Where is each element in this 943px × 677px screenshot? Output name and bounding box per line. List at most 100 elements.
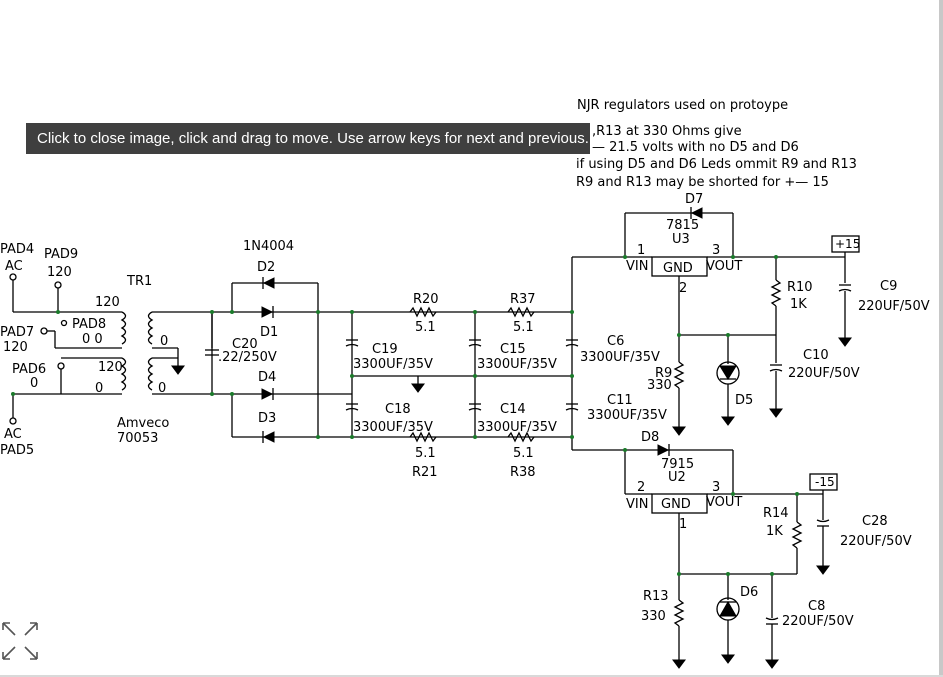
c8-label: C8 (808, 599, 825, 614)
d2-label: D2 (257, 260, 275, 275)
c9-label: C9 (880, 279, 897, 294)
window-scrollbar-edge[interactable] (939, 0, 943, 677)
viewer-tooltip[interactable]: Click to close image, click and drag to … (26, 123, 590, 154)
r37-value: 5.1 (513, 320, 534, 335)
input-pads: PAD4 AC PAD9 120 PAD7 120 PAD6 0 AC PAD5 (0, 242, 78, 458)
c10-value: 220UF/50V (788, 366, 860, 381)
diode-part-number: 1N4004 (243, 239, 294, 254)
negative-regulator: D8 7915 U2 2 3 VIN GND VOUT 1 -15 R14 1K… (572, 430, 912, 669)
c6-label: C6 (607, 334, 624, 349)
u2-part-number: 7915 (661, 457, 694, 472)
c28-label: C28 (862, 514, 888, 529)
pad8-label: PAD8 (72, 317, 106, 332)
c19-value: 3300UF/35V (353, 357, 433, 372)
r38-value: 5.1 (513, 446, 534, 461)
note-line-4: if using D5 and D6 Leds ommit R9 and R13 (576, 157, 857, 172)
transformer-tr1: TR1 120 PAD8 0 0 120 0 0 0 Amveco 70053 (12, 274, 212, 446)
r38-label: R38 (510, 465, 536, 480)
u2-vout: VOUT (706, 495, 742, 510)
tr-sec-0-top: 0 (160, 334, 168, 349)
u2-label: U2 (668, 470, 686, 485)
pad9-value: 120 (47, 265, 72, 280)
minus15-label: -15 (815, 475, 835, 489)
tr-primary-120-mid: 120 (98, 360, 123, 375)
junction-dots (11, 255, 799, 576)
c11-value: 3300UF/35V (587, 408, 667, 423)
r13-label: R13 (643, 589, 669, 604)
plus15-label: +15 (835, 237, 860, 251)
pad5-ac-label: AC (4, 427, 22, 442)
u2-pin3: 3 (712, 480, 720, 495)
u3-pin3: 3 (712, 243, 720, 258)
d6-label: D6 (740, 585, 758, 600)
window-bottom-edge (0, 675, 943, 677)
c10-label: C10 (803, 348, 829, 363)
d8-label: D8 (641, 430, 659, 445)
filter-bank: R20 5.1 R37 5.1 C19 3300UF/35V C15 3300U… (318, 257, 667, 480)
c18-label: C18 (385, 402, 411, 417)
pad6-label: PAD6 (12, 362, 46, 377)
amveco-number: 70053 (117, 431, 158, 446)
d3-label: D3 (258, 411, 276, 426)
u3-gnd: GND (663, 261, 693, 276)
note-line-5: R9 and R13 may be shorted for +— 15 (576, 175, 829, 190)
pad4-ac-label: AC (5, 259, 23, 274)
notes-block: NJR regulators used on protoype ,R13 at … (576, 98, 857, 190)
u2-vin: VIN (626, 497, 648, 512)
tr-primary-0-bot: 0 (95, 381, 103, 396)
r10-value: 1K (790, 297, 807, 312)
pad7-label: PAD7 (0, 325, 34, 340)
c20-label: C20 (232, 337, 258, 352)
bridge-rectifier: 1N4004 D2 D1 D4 D3 C20 .22/250V (205, 239, 352, 443)
r14-label: R14 (763, 506, 789, 521)
r20-value: 5.1 (415, 320, 436, 335)
u3-vin: VIN (626, 259, 648, 274)
c9-value: 220UF/50V (858, 299, 930, 314)
expand-arrows-icon[interactable] (0, 620, 40, 662)
c14-value: 3300UF/35V (477, 420, 557, 435)
r37-label: R37 (510, 292, 536, 307)
u3-vout: VOUT (706, 259, 742, 274)
c6-value: 3300UF/35V (580, 350, 660, 365)
tr-primary-120-top: 120 (95, 295, 120, 310)
c11-label: C11 (607, 393, 633, 408)
r9-label: R9 (655, 366, 672, 381)
u2-pin2: 2 (637, 480, 645, 495)
c19-label: C19 (372, 342, 398, 357)
pad5-label: PAD5 (0, 443, 34, 458)
tr1-label: TR1 (126, 274, 152, 289)
pad4-label: PAD4 (0, 242, 34, 257)
u3-part-number: 7815 (666, 218, 699, 233)
d1-label: D1 (260, 325, 278, 340)
c15-value: 3300UF/35V (477, 357, 557, 372)
u2-pin1: 1 (679, 517, 687, 532)
r21-label: R21 (412, 465, 438, 480)
r20-label: R20 (413, 292, 439, 307)
d5-label: D5 (735, 393, 753, 408)
positive-regulator: D7 7815 U3 1 3 VIN GND VOUT 2 +15 R10 1K… (572, 192, 930, 436)
note-line-1: NJR regulators used on protoype (577, 98, 788, 113)
r9-value: 330 (647, 378, 672, 393)
c20-value: .22/250V (218, 350, 277, 365)
pad8-values: 0 0 (82, 332, 103, 347)
r10-label: R10 (787, 280, 813, 295)
c18-value: 3300UF/35V (353, 420, 433, 435)
pad7-value: 120 (3, 340, 28, 355)
amveco-label: Amveco (117, 416, 169, 431)
note-line-3: — 21.5 volts with no D5 and D6 (592, 140, 799, 155)
pad9-label: PAD9 (44, 247, 78, 262)
u2-gnd: GND (661, 497, 691, 512)
c8-value: 220UF/50V (782, 614, 854, 629)
r21-value: 5.1 (415, 446, 436, 461)
u3-pin2: 2 (679, 281, 687, 296)
tr-sec-0-bot: 0 (158, 381, 166, 396)
d4-label: D4 (258, 370, 276, 385)
r13-value: 330 (641, 609, 666, 624)
u3-pin1: 1 (637, 243, 645, 258)
c14-label: C14 (500, 402, 526, 417)
note-line-2: ,R13 at 330 Ohms give (592, 124, 742, 139)
c15-label: C15 (500, 342, 526, 357)
r14-value: 1K (766, 524, 783, 539)
c28-value: 220UF/50V (840, 534, 912, 549)
